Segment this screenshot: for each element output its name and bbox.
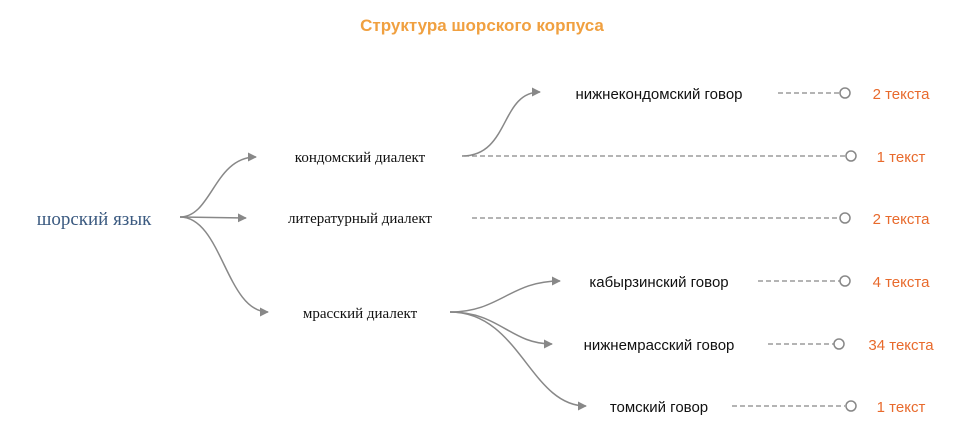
leaf-count-literary: 2 текста bbox=[873, 211, 930, 228]
root-node-label: шорский язык bbox=[37, 209, 152, 230]
govor-label-nizhnekondoma: нижнекондомский говор bbox=[575, 86, 742, 103]
govor-label-tomsk: томский говор bbox=[610, 399, 708, 416]
govor-label-nizhnemras: нижнемрасский говор bbox=[584, 337, 735, 354]
leaf-circle-literary bbox=[839, 212, 851, 224]
leaf-circle-tomsk bbox=[845, 400, 857, 412]
edge-root-mras bbox=[179, 216, 269, 317]
leaf-count-nizhnemras: 34 текста bbox=[868, 337, 934, 354]
edge-root-literary bbox=[179, 213, 247, 223]
leaf-count-nizhnekondoma: 2 текста bbox=[873, 86, 930, 103]
leaf-circle-kabyrza bbox=[839, 275, 851, 287]
leaf-circle-nizhnemras bbox=[833, 338, 845, 350]
dialect-label-literary: литературный диалект bbox=[288, 211, 432, 227]
leaf-circle-kondoma bbox=[845, 150, 857, 162]
diagram-title: Структура шорского корпуса bbox=[360, 16, 604, 35]
leaf-count-tomsk: 1 текст bbox=[877, 399, 926, 416]
govor-label-kabyrza: кабырзинский говор bbox=[589, 274, 728, 291]
dialect-label-mras: мрасский диалект bbox=[303, 306, 418, 322]
edge-mras-tomsk bbox=[449, 311, 587, 411]
edge-mras-kabyrza bbox=[449, 276, 561, 313]
dialect-label-kondoma: кондомский диалект bbox=[295, 150, 426, 166]
leaf-count-kabyrza: 4 текста bbox=[873, 274, 930, 291]
leaf-circle-nizhnekondoma bbox=[839, 87, 851, 99]
edge-kondoma-nizhnekondoma bbox=[461, 87, 541, 157]
edge-root-kondoma bbox=[179, 152, 257, 218]
leaf-count-kondoma: 1 текст bbox=[877, 149, 926, 166]
edge-mras-nizhnemras bbox=[449, 311, 553, 349]
